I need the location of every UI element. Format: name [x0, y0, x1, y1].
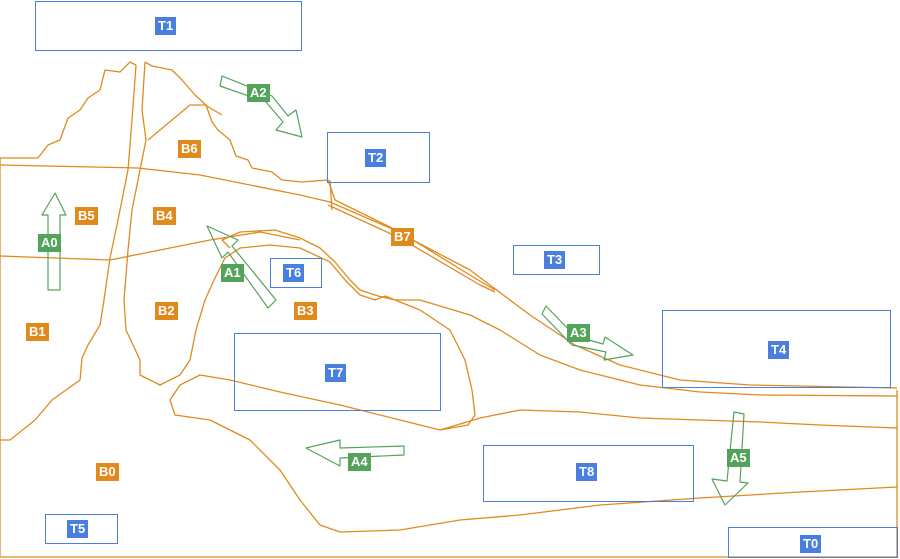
- label-T7: T7: [325, 364, 347, 382]
- label-B3: B3: [294, 302, 317, 320]
- text-box-T1: [35, 1, 302, 51]
- label-T3: T3: [544, 251, 566, 269]
- label-B2: B2: [155, 302, 178, 320]
- river-band-lower: [439, 409, 898, 431]
- ridge-line: [0, 61, 496, 291]
- arrow-A4: [305, 439, 405, 467]
- label-B4: B4: [153, 207, 176, 225]
- text-box-T8: [483, 445, 694, 502]
- road-upper: [0, 164, 898, 389]
- label-A3: A3: [567, 324, 590, 342]
- text-box-T5: [45, 514, 118, 544]
- label-A0: A0: [38, 234, 61, 252]
- arrow-A5: [711, 411, 749, 506]
- label-B6: B6: [178, 140, 201, 158]
- arrow-A2: [219, 75, 303, 138]
- label-T2: T2: [365, 149, 387, 167]
- link-b4: [329, 179, 333, 211]
- label-T8: T8: [576, 463, 598, 481]
- label-T5: T5: [67, 520, 89, 538]
- outer-boundary: [0, 158, 898, 558]
- text-box-T7: [234, 333, 441, 411]
- label-A5: A5: [727, 449, 750, 467]
- label-B1: B1: [26, 323, 49, 341]
- meander-outer: [204, 104, 898, 397]
- arrow-A0: [41, 192, 67, 291]
- stream-left: [0, 64, 137, 441]
- label-A1: A1: [221, 264, 244, 282]
- text-box-T2: [327, 132, 430, 183]
- label-T0: T0: [800, 535, 822, 553]
- label-B7: B7: [391, 228, 414, 246]
- text-box-T6: [270, 258, 322, 288]
- label-T1: T1: [155, 17, 177, 35]
- road-lower: [0, 231, 301, 261]
- label-A4: A4: [348, 453, 371, 471]
- label-B5: B5: [75, 207, 98, 225]
- text-box-T0: [728, 527, 898, 558]
- label-T6: T6: [283, 264, 305, 282]
- arrow-A1: [206, 225, 277, 309]
- label-T4: T4: [768, 341, 790, 359]
- stream-right: [123, 61, 181, 386]
- meander-inner: [169, 244, 898, 533]
- road-b7: [327, 204, 496, 293]
- label-A2: A2: [247, 84, 270, 102]
- text-box-T4: [662, 310, 891, 388]
- label-B0: B0: [96, 463, 119, 481]
- text-box-T3: [513, 245, 600, 275]
- ridge-branch: [147, 104, 206, 141]
